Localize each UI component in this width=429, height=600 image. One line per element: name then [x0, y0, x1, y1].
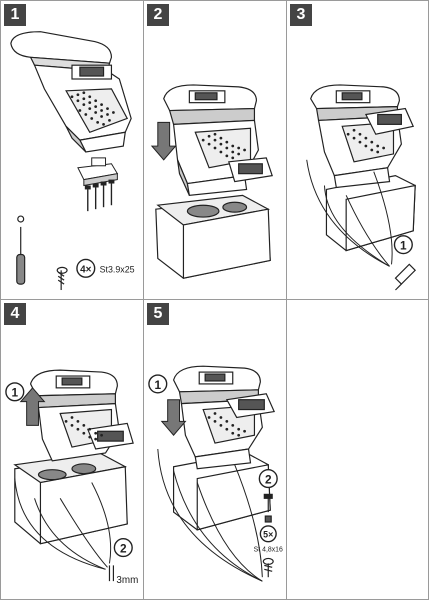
screw-spec-label: St3.9x25: [100, 264, 135, 274]
screw-spec-label: St 4,8x16: [254, 547, 283, 554]
screwdriver-icon: [394, 263, 417, 291]
step-1-panel: 1: [0, 0, 144, 300]
callout-number-2: 2: [120, 542, 127, 556]
callout-number-1: 1: [12, 386, 19, 400]
screw-icon: [263, 493, 273, 523]
step-number-badge: 1: [4, 4, 26, 26]
step-number-badge: 4: [4, 303, 26, 325]
step-number-badge: 3: [290, 4, 312, 26]
empty-panel: [286, 299, 429, 600]
step-3-panel: 3: [286, 0, 429, 300]
screw-quantity: 5×: [263, 530, 273, 540]
step-2-illustration: [150, 84, 273, 279]
callout-number-1: 1: [155, 378, 162, 392]
step-number-badge: 5: [147, 303, 169, 325]
callout-number-2: 2: [265, 473, 272, 487]
step-2-panel: 2: [143, 0, 287, 300]
step-4-panel: 4 1: [0, 299, 144, 600]
step-1-illustration: 4× St3.9x25: [10, 31, 135, 291]
drill-size-label: 3mm: [116, 575, 138, 586]
screw-icon: [262, 557, 274, 578]
callout-number: 1: [400, 239, 407, 253]
step-5-panel: 5 1: [143, 299, 287, 600]
step-number-badge: 2: [147, 4, 169, 26]
drill-bit-icon: [108, 565, 115, 582]
step-4-illustration: 1 2 3mm: [5, 369, 138, 586]
step-3-illustration: 1: [306, 84, 417, 291]
step-5-illustration: 1 2 5× St 4,8x16: [148, 365, 283, 582]
screw-quantity: 4×: [80, 264, 91, 275]
